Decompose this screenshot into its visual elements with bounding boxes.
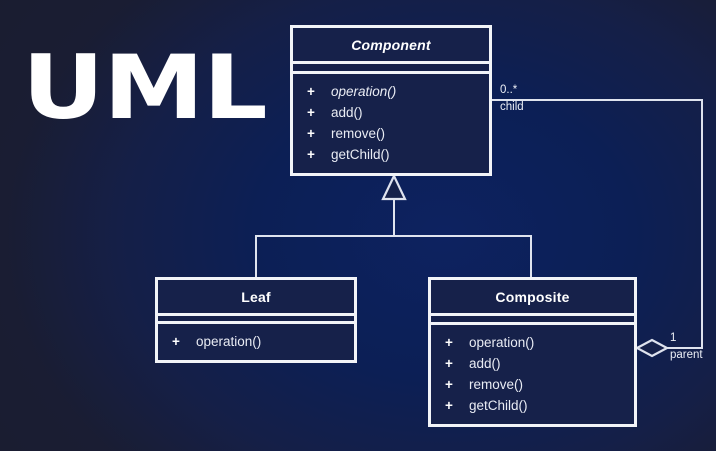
generalization-stem-vertical [393, 196, 395, 235]
operation-row: + add() [431, 353, 634, 374]
class-box-leaf[interactable]: Leaf + operation() [155, 277, 357, 363]
operation-visibility: + [307, 126, 315, 141]
class-operations-compartment-leaf: + operation() [158, 324, 354, 360]
operation-signature: operation() [196, 334, 262, 349]
generalization-branch-leaf [255, 235, 257, 278]
operation-row: + operation() [293, 81, 489, 102]
class-box-component[interactable]: Component + operation() + add() + remove… [290, 25, 492, 176]
association-label-child-role: child [500, 101, 524, 113]
class-attributes-compartment-leaf [158, 316, 354, 324]
aggregation-segment-right [701, 99, 703, 348]
operation-signature: getChild() [469, 398, 528, 413]
operation-signature: add() [331, 105, 363, 120]
operation-visibility: + [445, 335, 453, 350]
operation-signature: remove() [331, 126, 386, 141]
operation-visibility: + [445, 377, 453, 392]
operation-signature: add() [469, 356, 501, 371]
operation-visibility: + [445, 398, 453, 413]
association-label-child-multiplicity: 0..* [500, 84, 518, 96]
operation-row: + add() [293, 102, 489, 123]
operation-row: + operation() [431, 332, 634, 353]
class-box-composite[interactable]: Composite + operation() + add() + remove… [428, 277, 637, 427]
operation-row: + remove() [431, 374, 634, 395]
operation-signature: remove() [469, 377, 524, 392]
class-name-composite: Composite [431, 280, 634, 316]
operation-row: + remove() [293, 123, 489, 144]
association-label-parent-multiplicity: 1 [670, 332, 677, 344]
operation-row: + operation() [158, 331, 354, 352]
generalization-split-bar [255, 235, 532, 237]
association-label-parent-role: parent [670, 349, 703, 361]
operation-signature: operation() [331, 84, 397, 99]
generalization-branch-composite [530, 235, 532, 278]
operation-signature: getChild() [331, 147, 390, 162]
operation-signature: operation() [469, 335, 535, 350]
uml-wordmark: UML [22, 36, 268, 140]
operation-visibility: + [307, 105, 315, 120]
operation-visibility: + [172, 334, 180, 349]
operation-visibility: + [307, 147, 315, 162]
operation-visibility: + [307, 84, 315, 99]
class-name-component: Component [293, 28, 489, 64]
class-operations-compartment-component: + operation() + add() + remove() + getCh… [293, 74, 489, 173]
class-attributes-compartment-component [293, 64, 489, 74]
operation-row: + getChild() [431, 395, 634, 416]
operation-row: + getChild() [293, 144, 489, 165]
class-attributes-compartment-composite [431, 316, 634, 325]
class-name-leaf: Leaf [158, 280, 354, 316]
class-operations-compartment-composite: + operation() + add() + remove() + getCh… [431, 325, 634, 424]
operation-visibility: + [445, 356, 453, 371]
